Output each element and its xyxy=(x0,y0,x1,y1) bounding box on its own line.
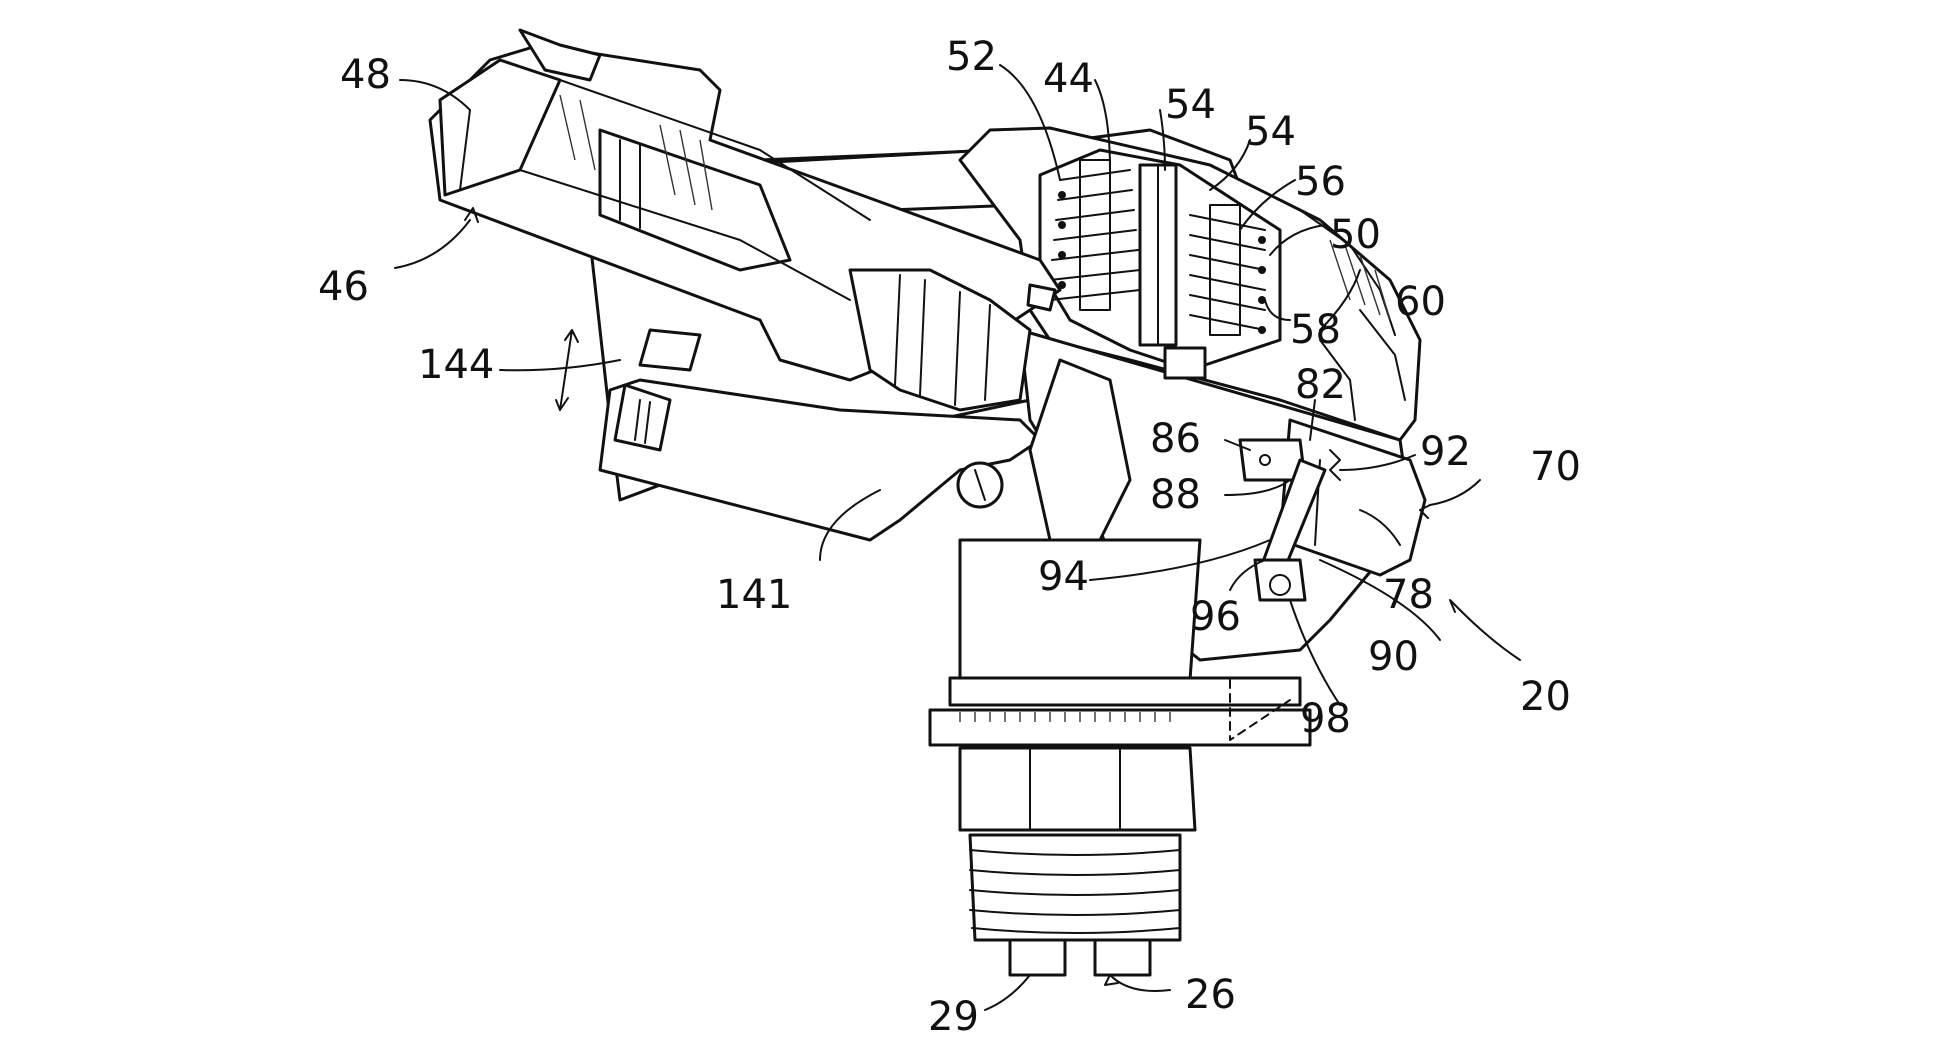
label-58: 58 xyxy=(1290,307,1341,353)
label-88: 88 xyxy=(1150,472,1201,518)
label-26: 26 xyxy=(1185,972,1236,1018)
label-92: 92 xyxy=(1420,429,1471,475)
label-20: 20 xyxy=(1520,674,1571,720)
label-54-b: 54 xyxy=(1245,109,1296,155)
label-52: 52 xyxy=(946,34,997,80)
label-48: 48 xyxy=(340,52,391,98)
stem-base-block xyxy=(1165,348,1205,378)
label-29: 29 xyxy=(928,994,979,1040)
label-86: 86 xyxy=(1150,416,1201,462)
label-141: 141 xyxy=(716,572,792,618)
label-98: 98 xyxy=(1300,696,1351,742)
label-78: 78 xyxy=(1383,572,1434,618)
label-54-a: 54 xyxy=(1165,82,1216,128)
label-56: 56 xyxy=(1295,159,1346,205)
label-46: 46 xyxy=(318,264,369,310)
label-94: 94 xyxy=(1038,554,1089,600)
label-70: 70 xyxy=(1530,444,1581,490)
label-50: 50 xyxy=(1330,212,1381,258)
label-82: 82 xyxy=(1295,362,1346,408)
label-44: 44 xyxy=(1043,56,1094,102)
label-96: 96 xyxy=(1190,594,1241,640)
label-90: 90 xyxy=(1368,634,1419,680)
label-144: 144 xyxy=(418,342,494,388)
label-60: 60 xyxy=(1395,279,1446,325)
